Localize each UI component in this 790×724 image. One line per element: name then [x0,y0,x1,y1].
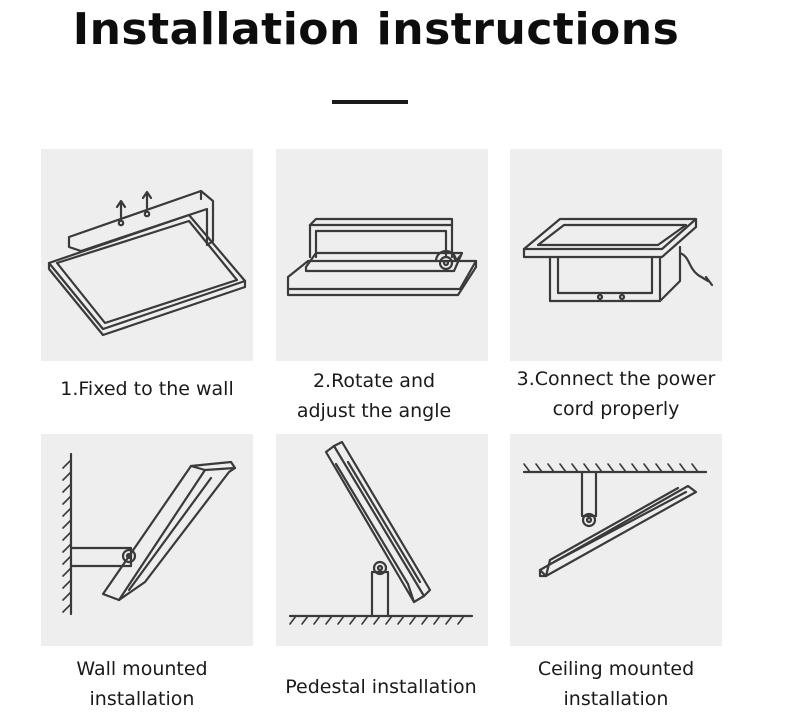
wall-mount-caption-line-1: Wall mounted [76,658,208,680]
ceiling-mount-illustration [510,434,722,646]
wall-mount-caption-line-2: installation [89,688,195,710]
step-3-caption-line-1: 3.Connect the power [516,368,716,390]
pedestal-caption-line: Pedestal installation [285,676,477,698]
step-3-illustration [510,149,722,361]
step-2-caption-line-1: 2.Rotate and [312,370,436,392]
step-1-caption-line: 1.Fixed to the wall [60,378,234,400]
step-2-illustration [276,149,488,361]
step-1-illustration [41,149,253,361]
step-1-caption: 1.Fixed to the wall [22,374,272,404]
wall-mount-caption: Wall mounted installation [17,654,267,714]
ceiling-mount-caption-line-1: Ceiling mounted [537,658,695,680]
title-underline [332,100,408,104]
step-2-caption-line-2: adjust the angle [296,400,452,422]
step-3-caption-line-2: cord properly [552,398,680,420]
step-3-caption: 3.Connect the power cord properly [491,364,741,424]
step-2-caption: 2.Rotate and adjust the angle [249,366,499,426]
page-title: Installation instructions [72,4,680,55]
ceiling-mount-caption-line-2: installation [563,688,669,710]
ceiling-mount-caption: Ceiling mounted installation [491,654,741,714]
wall-mount-illustration [41,434,253,646]
pedestal-caption: Pedestal installation [256,672,506,702]
pedestal-illustration [276,434,488,646]
